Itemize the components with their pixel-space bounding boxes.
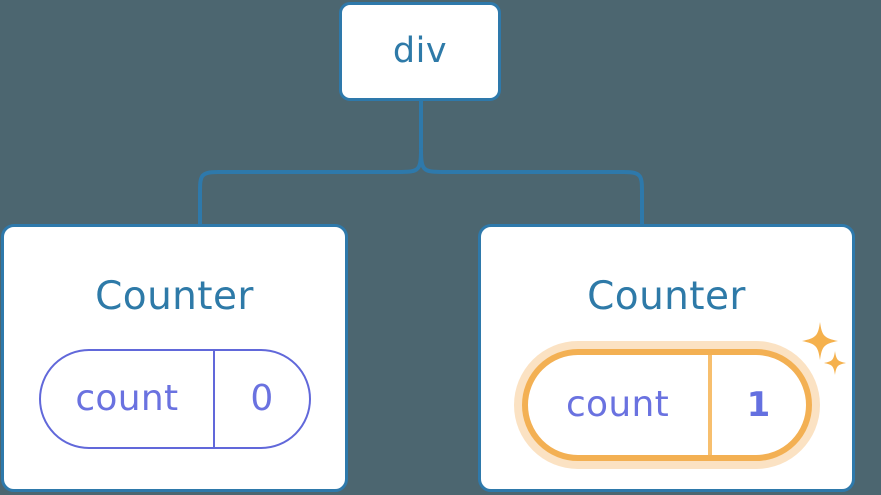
edge-root-to-child-2 bbox=[419, 148, 644, 226]
state-pill-2-highlighted[interactable]: count 1 bbox=[521, 349, 812, 461]
node-counter-1-title: Counter bbox=[95, 274, 254, 319]
node-root-div[interactable]: div bbox=[339, 2, 501, 101]
node-counter-1[interactable]: Counter count 0 bbox=[1, 224, 348, 492]
state-pill-wrapper-1: count 0 bbox=[4, 349, 345, 449]
state-pill-2-key: count bbox=[565, 384, 670, 425]
state-pill-1-key-cell: count bbox=[41, 351, 216, 447]
state-pill-wrapper-2: count 1 bbox=[481, 349, 852, 461]
state-pill-2-value-cell: 1 bbox=[712, 355, 806, 455]
node-root-label: div bbox=[392, 31, 448, 71]
node-counter-2[interactable]: Counter count 1 bbox=[478, 224, 855, 492]
state-pill-1-value-cell: 0 bbox=[215, 351, 308, 447]
state-pill-1[interactable]: count 0 bbox=[38, 349, 311, 449]
node-counter-2-title: Counter bbox=[587, 274, 746, 319]
state-pill-2-value: 1 bbox=[746, 385, 771, 425]
state-pill-1-value: 0 bbox=[250, 378, 274, 419]
edge-root-to-child-1 bbox=[198, 148, 423, 226]
state-pill-2-key-cell: count bbox=[528, 355, 712, 455]
state-pill-1-key: count bbox=[75, 378, 179, 419]
